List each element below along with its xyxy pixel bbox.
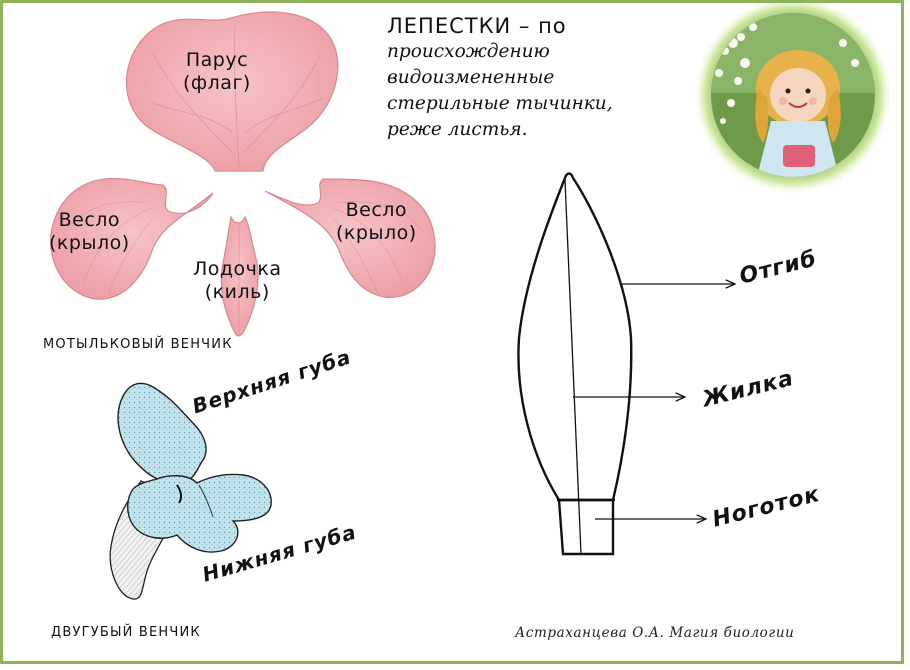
sail-petal [125, 11, 339, 172]
author-credit: Астраханцева О.А. Магия биологии [515, 625, 795, 641]
sail-label-line-1: Парус [185, 49, 249, 71]
upper-lip [117, 382, 207, 486]
keel-petal [220, 215, 259, 337]
bilabiate-corolla-illustration [109, 382, 272, 600]
right-wing-label-line-2: (крыло) [336, 222, 417, 244]
papilionaceous-corolla-illustration [50, 11, 436, 337]
keel-label-line-2: (киль) [204, 281, 270, 303]
left-wing-label-line-2: (крыло) [49, 232, 130, 254]
title-line-2: видоизмененные [387, 67, 555, 88]
petal-blade-outline [517, 172, 633, 502]
left-wing-label-line-1: Весло [58, 209, 121, 231]
petal-vein-line [564, 179, 582, 555]
title-line-1: происхождению [387, 41, 550, 62]
keel-label-line-1: Лодочка [193, 258, 282, 280]
left-wing-label: Весло (крыло) [49, 209, 130, 255]
title-line-3: стерильные тычинки, [387, 93, 613, 114]
petal-claw-outline [557, 499, 615, 556]
sail-label: Парус (флаг) [183, 49, 251, 95]
title-line-4: реже листья. [387, 119, 528, 140]
right-wing-label-line-1: Весло [345, 199, 408, 221]
title-heading: ЛЕПЕСТКИ – по [387, 14, 567, 38]
lower-lip [127, 473, 272, 553]
papilionaceous-caption: МОТЫЛЬКОВЫЙ ВЕНЧИК [43, 337, 233, 352]
keel-label: Лодочка (киль) [193, 258, 282, 304]
petal-structure-diagram [517, 172, 803, 556]
sail-label-line-2: (флаг) [183, 72, 251, 94]
bilabiate-caption: ДВУГУБЫЙ ВЕНЧИК [51, 625, 201, 640]
title-block: ЛЕПЕСТКИ – по происхождению видоизмененн… [387, 13, 692, 143]
left-wing-petal [50, 177, 214, 300]
right-wing-label: Весло (крыло) [336, 199, 417, 245]
decorative-doll-photo [693, 3, 893, 193]
